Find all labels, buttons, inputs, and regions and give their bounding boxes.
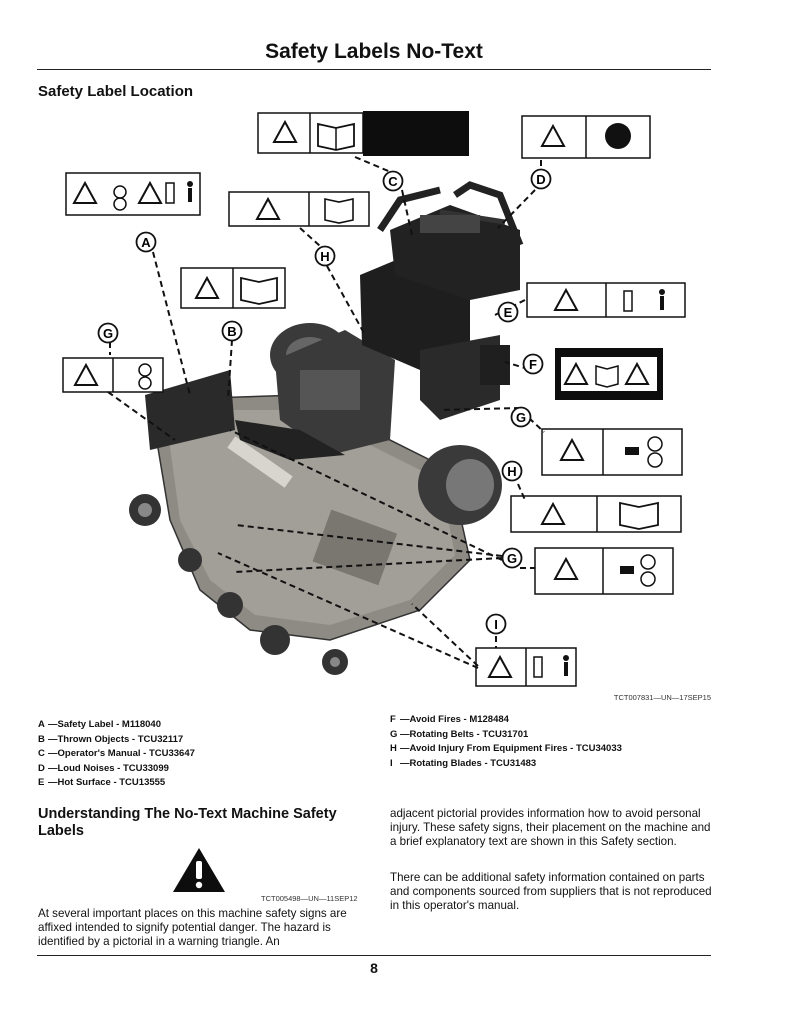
leader-lines [107, 156, 545, 669]
label-h-panel-lower [510, 495, 682, 533]
section-title: Safety Label Location [38, 83, 194, 100]
intro-paragraph: At several important places on this mach… [38, 907, 347, 948]
svg-text:G: G [103, 326, 113, 341]
label-g-panel-left [62, 357, 164, 393]
book-icon [324, 198, 354, 224]
label-e-panel [526, 282, 686, 318]
svg-text:A: A [141, 235, 151, 250]
keep-away-icon [533, 655, 569, 678]
figure-code: TCT007831—UN—17SEP15 [613, 693, 711, 702]
legend-item-d: D—Loud Noises - TCU33099 [38, 762, 169, 774]
page-title: Safety Labels No-Text [265, 40, 483, 63]
svg-text:H: H [507, 464, 516, 479]
label-a-panel [65, 172, 201, 216]
legend-item-h: H—Avoid Injury From Equipment Fires - TC… [390, 743, 622, 755]
label-g-panel-right [541, 428, 683, 476]
image-code: TCT005498—UN—11SEP12 [261, 894, 358, 903]
svg-text:G: G [507, 551, 517, 566]
book-icon [619, 501, 659, 530]
legend-item-i: I—Rotating Blades - TCU31483 [390, 757, 537, 769]
keep-away-icon [165, 181, 193, 204]
warning-triangle-icon [173, 848, 225, 892]
svg-text:H: H [320, 249, 329, 264]
callout-g: G [97, 322, 119, 344]
label-i-panel [475, 647, 577, 687]
svg-text:D: D [536, 172, 545, 187]
footer-rule [37, 955, 711, 956]
callout-b: B [221, 320, 243, 342]
legend-item-g: G—Rotating Belts - TCU31701 [390, 728, 529, 740]
label-b-panel [180, 267, 286, 309]
subsection-title: Understanding The No-Text Machine Safety… [38, 806, 337, 839]
label-h-panel-upper [228, 191, 370, 227]
callout-f: F [522, 353, 544, 375]
callout-i: I [485, 613, 507, 635]
legend-left: A—Safety Label - M118040 B—Thrown Object… [38, 718, 195, 791]
keep-away-icon [623, 289, 665, 312]
callout-e: E [497, 301, 519, 323]
label-c-panel [257, 111, 469, 156]
page-number: 8 [370, 960, 378, 976]
safety-label-location-figure: C D A H B G E F G H G I [62, 111, 686, 687]
svg-text:I: I [494, 617, 498, 632]
callout-d: D [530, 168, 552, 190]
svg-text:B: B [227, 324, 236, 339]
legend-item-b: B—Thrown Objects - TCU32117 [38, 733, 184, 745]
svg-text:G: G [516, 410, 526, 425]
legend-item-e: E—Hot Surface - TCU13555 [38, 777, 166, 789]
svg-text:E: E [504, 305, 513, 320]
callout-markers: C D A H B G E F G H G I [97, 168, 552, 635]
explanation-paragraph: adjacent pictorial provides information … [390, 807, 711, 848]
callout-c: C [382, 170, 404, 192]
legend-item-a: A—Safety Label - M118040 [38, 719, 161, 730]
hearing-protection-icon [605, 120, 631, 149]
label-g-panel-lower [534, 547, 674, 595]
label-f-panel [555, 348, 663, 400]
book-icon [595, 365, 619, 388]
callout-h: H [314, 245, 336, 267]
label-d-panel [521, 115, 651, 159]
svg-text:F: F [529, 357, 537, 372]
header-rule [37, 69, 711, 70]
book-icon [240, 276, 278, 305]
callout-g: G [501, 547, 523, 569]
callout-g: G [510, 406, 532, 428]
legend-item-c: C—Operator's Manual - TCU33647 [38, 748, 195, 760]
legend-right: F—Avoid Fires - M128484 G—Rotating Belts… [390, 713, 622, 771]
legend-item-f: F—Avoid Fires - M128484 [390, 714, 509, 725]
callout-h: H [501, 460, 523, 482]
book-icon [317, 122, 355, 151]
mower-illustration [129, 181, 524, 675]
supplier-info-paragraph: There can be additional safety informati… [390, 871, 712, 912]
svg-text:C: C [388, 174, 398, 189]
callout-a: A [135, 231, 157, 253]
